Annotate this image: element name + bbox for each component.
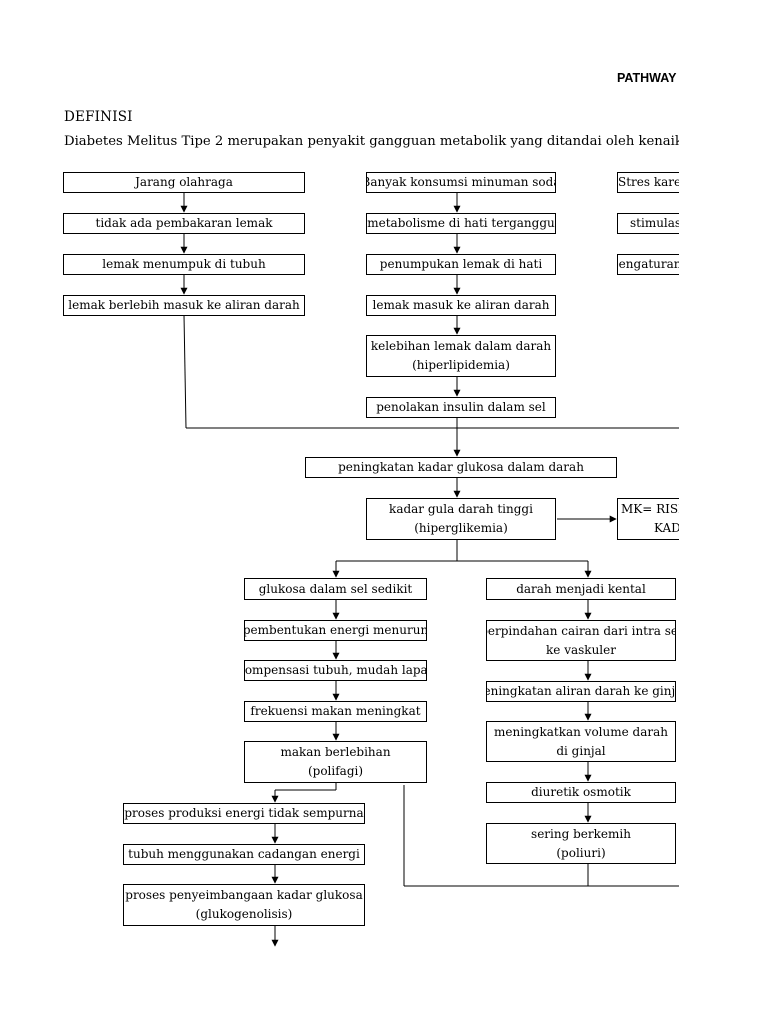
pathway-heading: PATHWAY [617,71,677,85]
box-lemak-berlebih-masuk: lemak berlebih masuk ke aliran darah [63,295,305,316]
box-glukosa-sel-sedikit: glukosa dalam sel sedikit [244,578,427,600]
box-darah-kental: darah menjadi kental [486,578,676,600]
box-diuretik-osmotik: diuretik osmotik [486,782,676,803]
box-cadangan-energi: tubuh menggunakan cadangan energi [123,844,365,865]
box-tidak-ada-pembakaran-lemak: tidak ada pembakaran lemak [63,213,305,234]
box-penumpukan-lemak-hati: penumpukan lemak di hati [366,254,556,275]
box-stres: Stres karena [617,172,679,193]
box-aliran-darah-ginjal: peningkatan aliran darah ke ginjal [486,681,676,702]
box-pengaturan: pengaturan [617,254,679,275]
definition-text: Diabetes Melitus Tipe 2 merupakan penyak… [64,134,679,149]
box-poliuri: sering berkemih(poliuri) [486,823,676,864]
box-mk-risiko: MK= RISIKOKADAR [617,498,679,540]
box-stimulasi: stimulasi [617,213,679,234]
box-konsumsi-minuman-soda: Banyak konsumsi minuman soda [366,172,556,193]
flow-connectors [180,193,679,947]
box-glukogenolisis: proses penyeimbangaan kadar glukosa(gluk… [123,884,365,926]
box-kompensasi-tubuh: kompensasi tubuh, mudah lapar [244,660,427,681]
definition-heading: DEFINISI [64,109,133,125]
box-lemak-masuk-aliran-darah: lemak masuk ke aliran darah [366,295,556,316]
box-metabolisme-hati: metabolisme di hati terganggu [366,213,556,234]
box-hiperlipidemia: kelebihan lemak dalam darah(hiperlipidem… [366,335,556,377]
box-lemak-menumpuk: lemak menumpuk di tubuh [63,254,305,275]
box-polifagi: makan berlebihan(polifagi) [244,741,427,783]
box-jarang-olahraga: Jarang olahraga [63,172,305,193]
box-peningkatan-kadar-glukosa: peningkatan kadar glukosa dalam darah [305,457,617,478]
box-hiperglikemia: kadar gula darah tinggi(hiperglikemia) [366,498,556,540]
box-pembentukan-energi: pembentukan energi menurun [244,620,427,641]
box-penolakan-insulin: penolakan insulin dalam sel [366,397,556,418]
line-c1-down [183,314,187,429]
box-frekuensi-makan: frekuensi makan meningkat [244,701,427,722]
box-produksi-energi: proses produksi energi tidak sempurna [123,803,365,824]
document-content: PATHWAY DEFINISI Diabetes Melitus Tipe 2… [63,71,679,947]
